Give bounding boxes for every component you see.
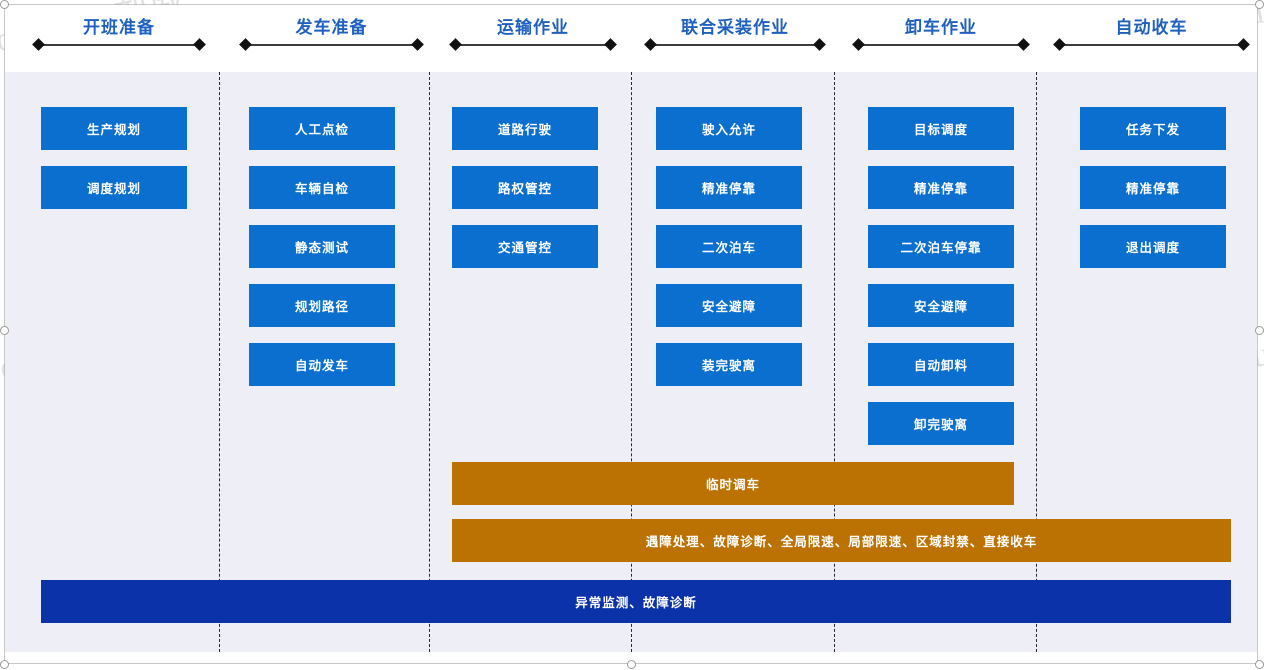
process-box-道路行驶[interactable]: 道路行驶 (452, 107, 598, 150)
process-box-装完驶离[interactable]: 装完驶离 (656, 343, 802, 386)
phase-title: 卸车作业 (905, 18, 977, 37)
process-box-驶入允许[interactable]: 驶入允许 (656, 107, 802, 150)
column-separator (834, 72, 835, 652)
diamond-marker-right-icon (411, 38, 424, 51)
axis-line (859, 44, 1023, 46)
phase-header-2[interactable]: 发车准备 (232, 5, 431, 72)
diamond-marker-right-icon (1237, 38, 1250, 51)
phase-header-1[interactable]: 开班准备 (25, 5, 213, 72)
axis-line (246, 44, 417, 46)
process-box-调度规划[interactable]: 调度规划 (41, 166, 187, 209)
axis-line (651, 44, 819, 46)
process-box-精准停靠[interactable]: 精准停靠 (868, 166, 1014, 209)
phase-axis (644, 38, 826, 51)
phase-axis (32, 38, 206, 51)
diamond-marker-left-icon (32, 38, 45, 51)
phase-title: 发车准备 (295, 18, 368, 37)
column-separator (1036, 72, 1037, 652)
phase-header-6[interactable]: 自动收车 (1046, 5, 1257, 72)
process-box-交通管控[interactable]: 交通管控 (452, 225, 598, 268)
process-box-自动卸料[interactable]: 自动卸料 (868, 343, 1014, 386)
diamond-marker-left-icon (644, 38, 657, 51)
phase-header-4[interactable]: 联合采装作业 (637, 5, 833, 72)
diamond-marker-right-icon (1017, 38, 1030, 51)
phase-axis (449, 38, 617, 51)
diamond-marker-right-icon (604, 38, 617, 51)
phase-axis (239, 38, 424, 51)
resize-handle-bottom-right[interactable] (1255, 660, 1264, 669)
process-box-目标调度[interactable]: 目标调度 (868, 107, 1014, 150)
diamond-marker-left-icon (449, 38, 462, 51)
process-box-二次泊车停靠[interactable]: 二次泊车停靠 (868, 225, 1014, 268)
column-separator (219, 72, 220, 652)
process-box-自动发车[interactable]: 自动发车 (249, 343, 395, 386)
process-box-车辆自检[interactable]: 车辆自检 (249, 166, 395, 209)
process-box-精准停靠[interactable]: 精准停靠 (656, 166, 802, 209)
diamond-marker-right-icon (193, 38, 206, 51)
diamond-marker-left-icon (1053, 38, 1066, 51)
process-box-安全避障[interactable]: 安全避障 (656, 284, 802, 327)
phase-title: 自动收车 (1115, 18, 1188, 37)
phase-title: 运输作业 (497, 18, 569, 37)
spanning-bar-monitoring[interactable]: 异常监测、故障诊断 (41, 580, 1231, 623)
resize-handle-top-right[interactable] (1255, 0, 1264, 9)
process-box-任务下发[interactable]: 任务下发 (1080, 107, 1226, 150)
resize-handle-bottom-center[interactable] (627, 660, 636, 669)
resize-handle-middle-right[interactable] (1255, 326, 1264, 335)
spanning-bar-exception-handling[interactable]: 遇障处理、故障诊断、全局限速、局部限速、区域封禁、直接收车 (452, 519, 1231, 562)
process-box-二次泊车[interactable]: 二次泊车 (656, 225, 802, 268)
diamond-marker-left-icon (239, 38, 252, 51)
axis-line (456, 44, 610, 46)
process-box-退出调度[interactable]: 退出调度 (1080, 225, 1226, 268)
diamond-marker-right-icon (813, 38, 826, 51)
process-box-安全避障[interactable]: 安全避障 (868, 284, 1014, 327)
phase-header-5[interactable]: 卸车作业 (845, 5, 1037, 72)
process-box-规划路径[interactable]: 规划路径 (249, 284, 395, 327)
phase-header-3[interactable]: 运输作业 (442, 5, 624, 72)
process-box-路权管控[interactable]: 路权管控 (452, 166, 598, 209)
diagram-panel: 生产规划 调度规划 人工点检 车辆自检 静态测试 规划路径 自动发车 道路行驶 … (5, 72, 1257, 652)
resize-handle-top-left[interactable] (0, 0, 9, 9)
phase-header: 开班准备 发车准备 运输作业 联合采装作业 (5, 5, 1257, 72)
process-box-生产规划[interactable]: 生产规划 (41, 107, 187, 150)
resize-handle-middle-left[interactable] (0, 326, 9, 335)
phase-title: 开班准备 (83, 18, 155, 37)
process-box-精准停靠[interactable]: 精准停靠 (1080, 166, 1226, 209)
process-box-静态测试[interactable]: 静态测试 (249, 225, 395, 268)
phase-axis (1053, 38, 1250, 51)
process-box-卸完驶离[interactable]: 卸完驶离 (868, 402, 1014, 445)
axis-line (39, 44, 199, 46)
process-box-人工点检[interactable]: 人工点检 (249, 107, 395, 150)
phase-axis (852, 38, 1030, 51)
spanning-bar-temp-dispatch[interactable]: 临时调车 (452, 462, 1014, 505)
column-separator (631, 72, 632, 652)
resize-handle-bottom-left[interactable] (0, 660, 9, 669)
axis-line (1060, 44, 1243, 46)
diamond-marker-left-icon (852, 38, 865, 51)
phase-title: 联合采装作业 (681, 18, 789, 37)
column-separator (429, 72, 430, 652)
